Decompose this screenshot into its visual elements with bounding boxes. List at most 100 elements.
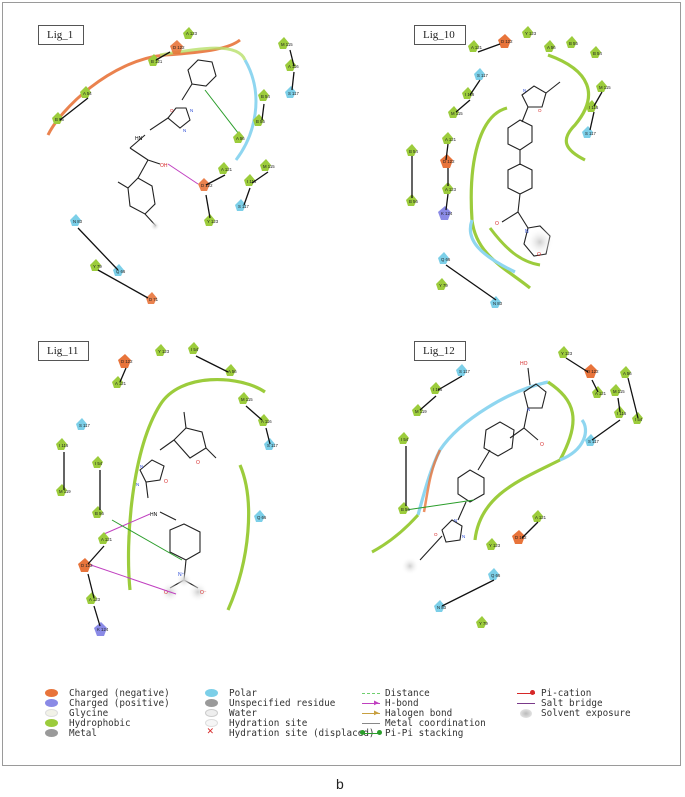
- svg-text:B 55: B 55: [569, 41, 578, 46]
- glycine-swatch: [45, 709, 58, 717]
- halogen-bond-arrowhead-icon: ▶: [374, 708, 379, 717]
- svg-text:N: N: [523, 88, 526, 93]
- svg-text:Y 79: Y 79: [479, 621, 488, 626]
- legend-distance: Distance: [385, 688, 430, 699]
- hydration-site-swatch: [205, 719, 218, 727]
- svg-text:B 54: B 54: [593, 51, 602, 56]
- figure-frame: [2, 2, 681, 766]
- svg-text:A 54: A 54: [83, 91, 92, 96]
- panel-label-lig-10: Lig_10: [414, 25, 466, 45]
- svg-text:I 54: I 54: [635, 417, 643, 422]
- svg-text:O⁻: O⁻: [200, 590, 207, 596]
- svg-text:I 116: I 116: [247, 179, 257, 184]
- svg-text:M 115: M 115: [263, 164, 275, 169]
- distance-line-icon: [362, 693, 380, 694]
- svg-text:B 121: B 121: [151, 59, 163, 64]
- metal-swatch: [45, 729, 58, 737]
- interaction-diagrams: HN OH N N O D 122 A 123 B 121 A 54 B 56 …: [46, 26, 643, 636]
- svg-text:Y 123: Y 123: [561, 351, 573, 356]
- svg-text:A 116: A 116: [288, 64, 299, 69]
- svg-text:D 122: D 122: [81, 563, 93, 568]
- legend-halogen-bond: Halogen bond: [385, 708, 453, 719]
- charged-positive-swatch: [45, 699, 58, 707]
- svg-text:A 121: A 121: [471, 45, 483, 50]
- halogen-bond-icon: [362, 713, 380, 714]
- svg-text:S 117: S 117: [267, 443, 279, 448]
- svg-text:N: N: [136, 482, 139, 487]
- svg-text:A 121: A 121: [101, 537, 113, 542]
- figure-panel-letter: b: [336, 776, 344, 792]
- svg-text:N: N: [183, 128, 186, 133]
- legend-charged-positive: Charged (positive): [69, 698, 170, 709]
- pi-pi-dot-right-icon: [377, 730, 382, 735]
- svg-text:I 54: I 54: [95, 461, 103, 466]
- hydrophobic-swatch: [45, 719, 58, 727]
- svg-text:OH: OH: [160, 163, 168, 169]
- svg-text:S 117: S 117: [288, 91, 300, 96]
- svg-text:A 121: A 121: [595, 391, 607, 396]
- svg-text:D 122: D 122: [515, 535, 527, 540]
- legend-hydration-site: Hydration site: [229, 718, 308, 729]
- svg-text:O: O: [170, 108, 174, 113]
- svg-text:A 123: A 123: [89, 597, 101, 602]
- panel-label-lig-12: Lig_12: [414, 341, 466, 361]
- svg-text:M 115: M 115: [281, 42, 293, 47]
- svg-text:N: N: [527, 407, 530, 412]
- svg-text:K 124: K 124: [97, 627, 109, 632]
- legend-solvent-exposure: Solvent exposure: [541, 708, 631, 719]
- legend-salt-bridge: Salt bridge: [541, 698, 603, 709]
- svg-text:N: N: [190, 108, 193, 113]
- svg-text:O: O: [196, 460, 200, 466]
- svg-text:N: N: [462, 534, 465, 539]
- svg-text:Q 66: Q 66: [441, 257, 451, 262]
- svg-text:A 121: A 121: [115, 381, 127, 386]
- svg-text:S 117: S 117: [588, 439, 600, 444]
- svg-text:S 117: S 117: [477, 73, 489, 78]
- svg-text:N 83: N 83: [73, 219, 83, 224]
- svg-text:D 71: D 71: [149, 297, 159, 302]
- svg-text:HO: HO: [520, 361, 528, 367]
- svg-text:Q 66: Q 66: [116, 269, 126, 274]
- svg-text:Y 123: Y 123: [158, 349, 170, 354]
- svg-text:A 123: A 123: [186, 31, 198, 36]
- unspecified-residue-swatch: [205, 699, 218, 707]
- svg-text:N 83: N 83: [437, 605, 447, 610]
- svg-text:B 55: B 55: [256, 119, 265, 124]
- svg-text:N: N: [525, 229, 529, 235]
- svg-text:O: O: [434, 532, 438, 537]
- svg-text:Y 79: Y 79: [93, 264, 102, 269]
- svg-text:A 121: A 121: [535, 515, 547, 520]
- svg-text:O: O: [537, 252, 541, 258]
- svg-text:S 117: S 117: [238, 204, 250, 209]
- h-bond-arrow-icon: [362, 703, 380, 704]
- hydration-site-displaced-icon: ✕: [207, 724, 214, 737]
- svg-text:D 122: D 122: [121, 359, 133, 364]
- legend-charged-negative: Charged (negative): [69, 688, 170, 699]
- svg-text:Q 66: Q 66: [257, 515, 267, 520]
- salt-bridge-line-icon: [517, 703, 535, 704]
- svg-text:M 115: M 115: [241, 397, 253, 402]
- legend-pi-pi-stacking: Pi-Pi stacking: [385, 728, 464, 739]
- legend-polar: Polar: [229, 688, 257, 699]
- legend-h-bond: H-bond: [385, 698, 419, 709]
- pi-pi-dot-left-icon: [360, 730, 365, 735]
- svg-text:A 123: A 123: [445, 187, 457, 192]
- svg-text:N: N: [454, 518, 457, 523]
- svg-text:I 116: I 116: [617, 411, 627, 416]
- svg-text:N: N: [140, 464, 143, 469]
- svg-text:D 122: D 122: [501, 39, 513, 44]
- charged-negative-swatch: [45, 689, 58, 697]
- svg-text:A 116: A 116: [261, 419, 272, 424]
- legend-hydrophobic: Hydrophobic: [69, 718, 131, 729]
- svg-text:M 115: M 115: [613, 389, 625, 394]
- svg-text:O: O: [164, 590, 168, 596]
- polar-swatch: [205, 689, 218, 697]
- svg-text:A 56: A 56: [623, 371, 632, 376]
- svg-text:D 122: D 122: [587, 369, 599, 374]
- legend-glycine: Glycine: [69, 708, 109, 719]
- svg-text:K 124: K 124: [441, 211, 453, 216]
- svg-text:S 117: S 117: [79, 423, 91, 428]
- solvent-exposure-swatch: [520, 709, 532, 718]
- svg-text:I 54: I 54: [401, 437, 409, 442]
- svg-text:B 56: B 56: [401, 507, 410, 512]
